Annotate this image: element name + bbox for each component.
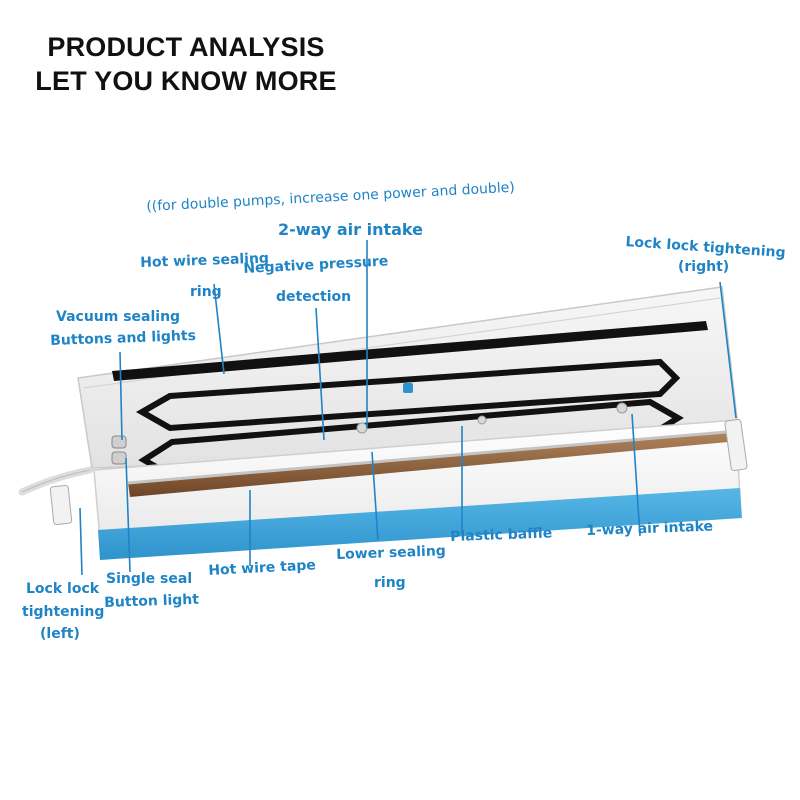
label-hot-wire-ring-2: ring [190, 284, 222, 300]
label-lower-ring-2: ring [374, 575, 406, 591]
label-single-seal-1: Single seal [106, 571, 193, 587]
label-neg-pressure-2: detection [276, 289, 352, 305]
hot-wire-sealing-ring [112, 321, 708, 381]
label-lock-left-2: tightening [22, 604, 105, 620]
label-two-way-air-intake: 2-way air intake [278, 220, 423, 239]
label-vacuum-1: Vacuum sealing [56, 309, 181, 325]
vacuum-seal-button [111, 435, 127, 449]
label-plastic-baffle: Plastic baffle [449, 525, 553, 545]
label-lock-left-3: (left) [40, 626, 80, 642]
label-lower-ring-1: Lower sealing [335, 543, 447, 563]
hot-wire-tape [128, 432, 728, 497]
label-one-way-air-intake: 1-way air intake [585, 518, 714, 539]
right-lock-latch [724, 419, 748, 471]
single-seal-button [111, 451, 127, 465]
sealer-blue-base [98, 488, 742, 560]
headline-line-2: LET YOU KNOW MORE [35, 66, 337, 96]
left-lock-latch [49, 484, 73, 526]
lid-blue-marker [403, 383, 413, 393]
pointer-lines [79, 240, 737, 576]
headline-line-1: PRODUCT ANALYSIS [47, 32, 325, 62]
label-lock-right-2: (right) [678, 259, 730, 275]
upper-gasket [135, 358, 681, 432]
label-single-seal-2: Button light [103, 591, 200, 611]
label-lock-left-1: Lock lock [26, 581, 100, 597]
